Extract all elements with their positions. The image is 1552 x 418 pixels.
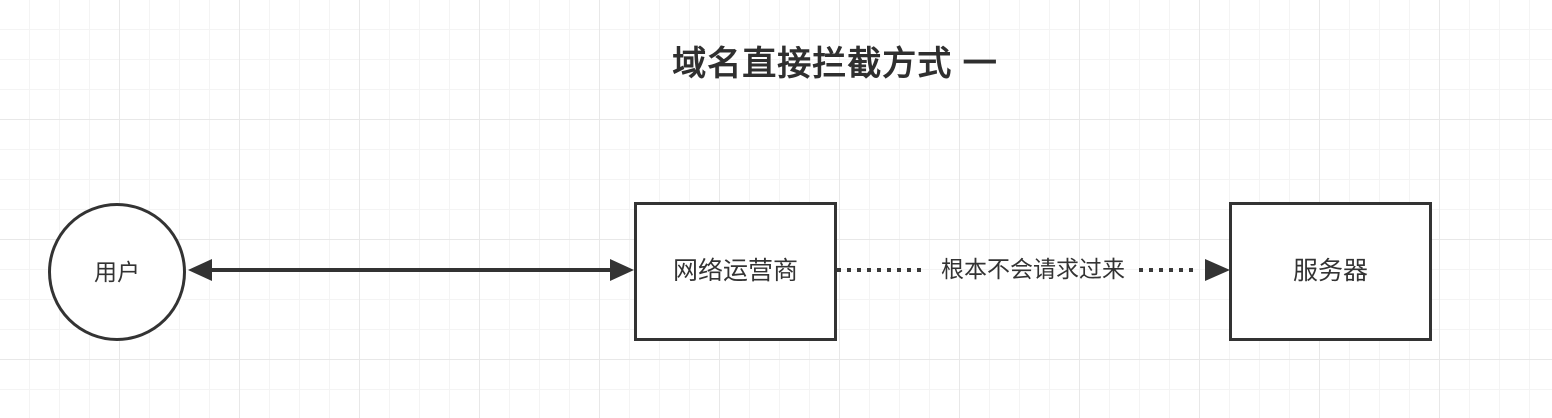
arrowhead-right-icon bbox=[610, 259, 634, 281]
node-network-operator-label: 网络运营商 bbox=[672, 257, 798, 285]
node-user-label: 用户 bbox=[94, 258, 140, 285]
node-network-operator[interactable]: 网络运营商 bbox=[634, 202, 837, 341]
edge-isp-to-server: 根本不会请求过来 bbox=[837, 256, 1230, 282]
edge-line bbox=[202, 268, 620, 272]
edge-label-never-requested: 根本不会请求过来 bbox=[941, 256, 1125, 282]
arrowhead-left-icon bbox=[188, 259, 212, 281]
arrowhead-right-icon bbox=[1205, 259, 1230, 281]
node-server-label: 服务器 bbox=[1292, 257, 1368, 285]
page-title: 域名直接拦截方式 一 bbox=[672, 45, 998, 83]
node-server[interactable]: 服务器 bbox=[1229, 202, 1432, 341]
edge-dotted-line-left bbox=[837, 268, 927, 272]
edge-dotted-line-right bbox=[1139, 268, 1199, 272]
node-user[interactable]: 用户 bbox=[48, 203, 186, 341]
edge-user-to-isp bbox=[188, 259, 634, 281]
